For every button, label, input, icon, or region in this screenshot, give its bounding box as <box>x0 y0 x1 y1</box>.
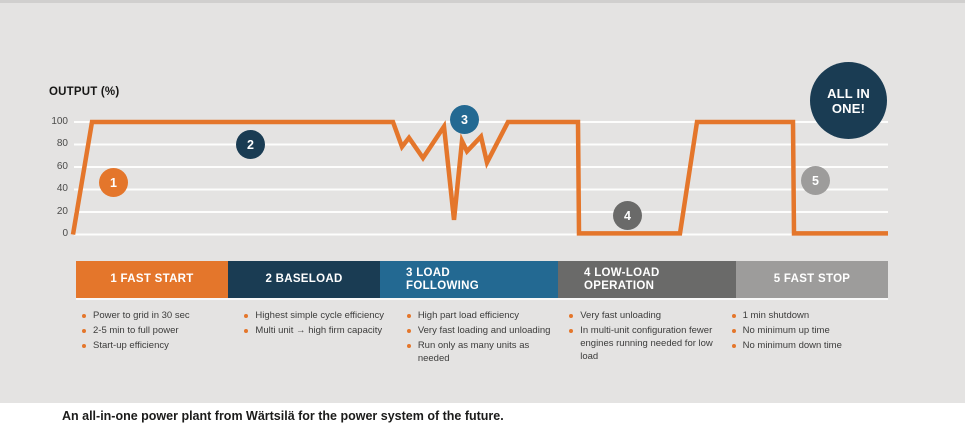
bullet-text: Very fast unloading <box>580 310 662 321</box>
bullet-text: 1 min shutdown <box>742 310 810 321</box>
phase-header-baseload: 2 BASELOAD <box>228 261 380 298</box>
bullet-dot-icon <box>569 328 574 333</box>
bullet-dot-icon <box>731 313 736 318</box>
phase-header-fast-start: 1 FAST START <box>76 261 228 298</box>
y-axis-tick: 100 <box>51 115 68 127</box>
bullet-item: Multi unit → high firm capacity <box>244 324 392 337</box>
phase-bullets-low-load-operation: Very fast unloading In multi-unit configu… <box>563 309 725 367</box>
y-axis-tick: 0 <box>62 228 68 239</box>
phase-marker-2: 2 <box>236 130 265 159</box>
phase-header-fast-stop: 5 FAST STOP <box>736 261 888 298</box>
phase-header-low-load-operation: 4 LOW-LOAD OPERATION <box>558 261 736 298</box>
bullet-dot-icon <box>244 328 249 333</box>
infographic-panel: OUTPUT (%) 100 80 60 40 20 0 1 2 3 4 5 ALL IN… <box>0 0 965 403</box>
y-axis-title: OUTPUT (%) <box>49 86 120 98</box>
phase-marker-5: 5 <box>801 166 830 195</box>
bullet-item: No minimum up time <box>731 324 880 337</box>
bullet-text: Very fast loading and unloading <box>417 325 551 336</box>
bullet-item: In multi-unit configuration fewer engine… <box>569 324 717 363</box>
bullet-item: Run only as many units as needed <box>406 339 555 365</box>
bullet-text: No minimum down time <box>742 340 842 351</box>
bullet-text: Multi unit → high firm capacity <box>255 325 383 336</box>
bullet-dot-icon <box>82 328 86 333</box>
bullet-dot-icon <box>406 328 411 333</box>
bullet-item: Start-up efficiency <box>82 339 230 352</box>
bullet-text: Run only as many units as needed <box>417 340 530 364</box>
output-line <box>70 119 888 236</box>
phase-marker-1: 1 <box>99 168 128 197</box>
bullet-item: 2-5 min to full power <box>82 324 230 337</box>
y-axis-tick: 40 <box>56 183 68 194</box>
bullet-item: Very fast unloading <box>569 309 717 322</box>
output-line-chart <box>70 119 888 236</box>
bullet-item: Highest simple cycle efficiency <box>244 309 392 322</box>
bullet-dot-icon <box>731 343 736 348</box>
caption: An all-in-one power plant from Wärtsilä … <box>62 409 504 423</box>
bullet-item: 1 min shutdown <box>731 309 880 322</box>
y-axis-tick: 20 <box>56 205 68 217</box>
bullet-text: In multi-unit configuration fewer engine… <box>580 325 713 362</box>
y-axis-tick: 60 <box>56 160 68 172</box>
bullet-item: High part load efficiency <box>406 309 555 322</box>
bullet-dot-icon <box>82 343 86 348</box>
bullet-text: Power to grid in 30 sec <box>93 310 190 321</box>
phase-bullets-fast-start: Power to grid in 30 sec 2-5 min to full p… <box>76 309 238 367</box>
bullet-text: Start-up efficiency <box>93 340 169 351</box>
bullet-dot-icon <box>82 313 86 318</box>
bullet-dot-icon <box>406 313 411 318</box>
bullet-item: No minimum down time <box>731 339 880 352</box>
bullet-text: No minimum up time <box>742 325 830 336</box>
bullet-text: Highest simple cycle efficiency <box>255 310 385 321</box>
bullet-item: Very fast loading and unloading <box>406 324 555 337</box>
bullet-dot-icon <box>406 343 411 348</box>
all-in-one-badge: ALL IN ONE! <box>810 62 887 139</box>
phase-header-load-following: 3 LOAD FOLLOWING <box>380 261 558 298</box>
phase-bullets-fast-stop: 1 min shutdown No minimum up time No minim… <box>726 309 888 367</box>
phase-bullet-row: Power to grid in 30 sec 2-5 min to full p… <box>76 309 888 367</box>
bullet-dot-icon <box>244 313 249 318</box>
phase-marker-4: 4 <box>613 201 642 230</box>
bullet-dot-icon <box>569 313 574 318</box>
bullet-dot-icon <box>731 328 736 333</box>
bullet-text: High part load efficiency <box>417 310 520 321</box>
bullet-text: 2-5 min to full power <box>93 325 179 336</box>
phase-marker-3: 3 <box>450 105 479 134</box>
bullet-item: Power to grid in 30 sec <box>82 309 230 322</box>
y-axis-tick: 80 <box>56 138 68 149</box>
phase-header-row: 1 FAST START 2 BASELOAD 3 LOAD FOLLOWING… <box>76 261 888 300</box>
